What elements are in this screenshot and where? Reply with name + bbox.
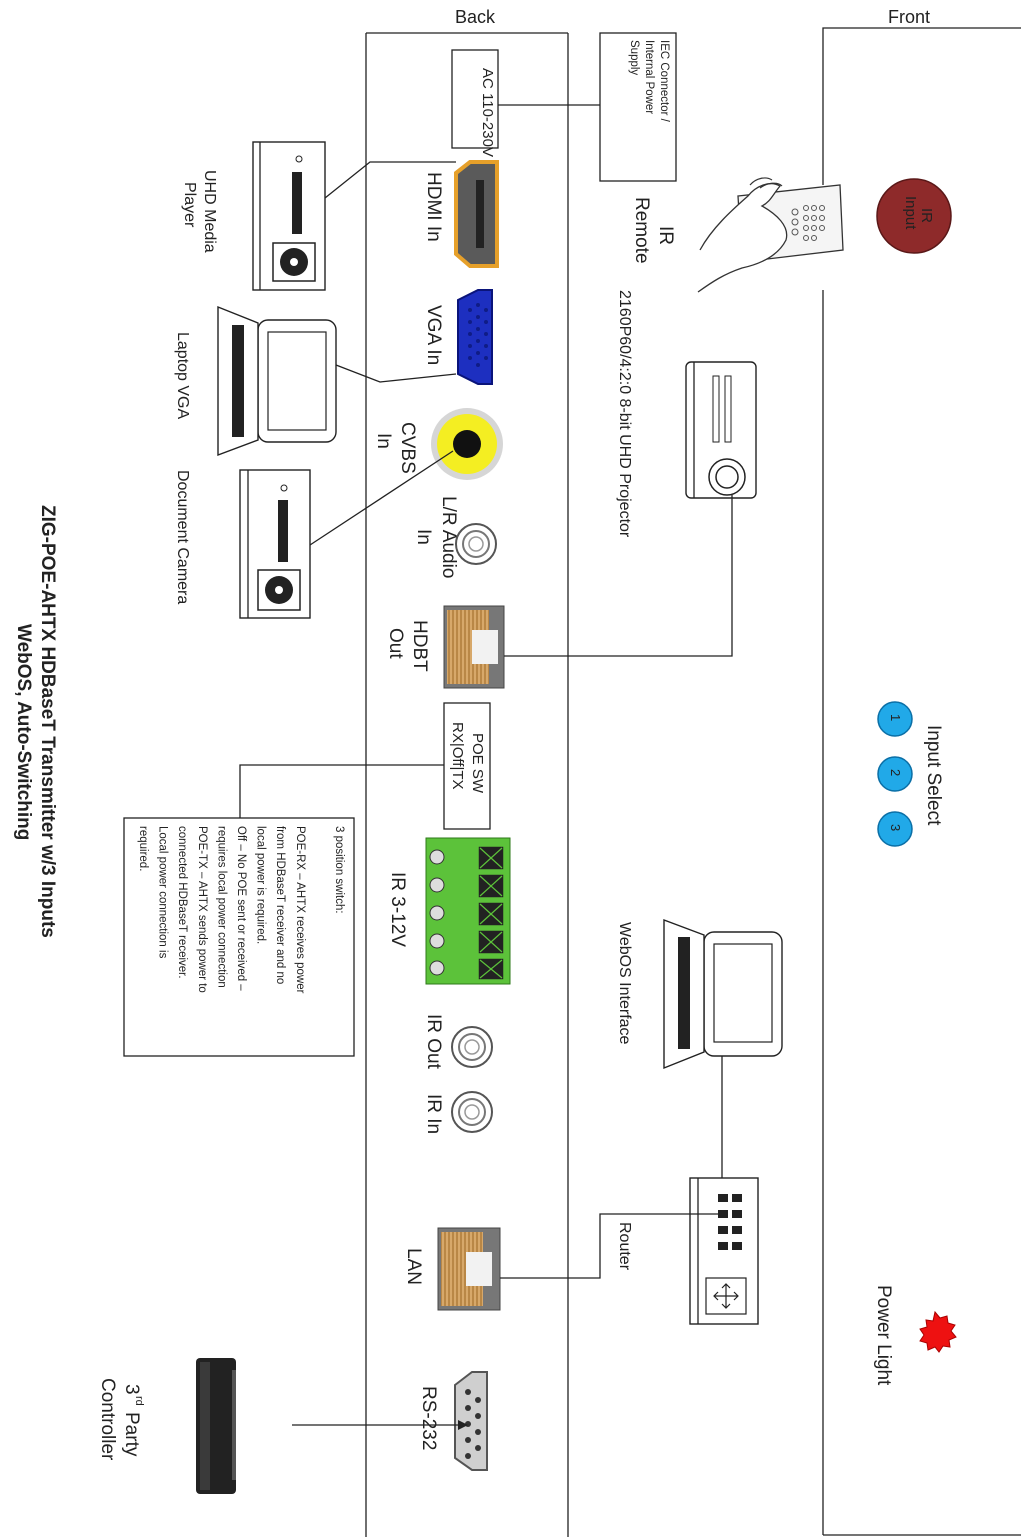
rs232-port: RS-232 [418, 1371, 488, 1471]
hdbt-out-port: HDBT Out [385, 605, 505, 689]
svg-text:In: In [373, 433, 394, 449]
svg-text:Router: Router [616, 1222, 633, 1271]
poe-note-line: from HDBaseT receiver and no [274, 826, 286, 984]
svg-text:Laptop VGA: Laptop VGA [174, 332, 191, 420]
svg-text:POE SW: POE SW [469, 733, 486, 794]
svg-text:IEC Connector /: IEC Connector / [658, 40, 670, 123]
poe-note-line: requires local power connection [215, 826, 227, 988]
input-select-button-3[interactable]: 3 [877, 811, 913, 847]
svg-text:3: 3 [121, 1384, 142, 1395]
projector-icon [685, 361, 757, 499]
input-select-group: Input Select [923, 725, 944, 826]
input-select-button-1[interactable]: 1 [877, 701, 913, 737]
svg-text:Input: Input [902, 196, 919, 230]
svg-text:RS-232: RS-232 [418, 1386, 439, 1450]
ir-input-sensor: IR Input [876, 178, 952, 254]
front-panel-label: Front [888, 7, 930, 27]
diagram-title: ZIG-POE-AHTX HDBaseT Transmitter w/3 Inp… [13, 505, 58, 938]
svg-text:Controller: Controller [97, 1378, 118, 1461]
lan-port: LAN [403, 1227, 501, 1311]
router-icon [689, 1177, 759, 1325]
document-camera-icon [239, 469, 311, 619]
svg-text:WebOS Interface: WebOS Interface [616, 922, 633, 1045]
svg-text:rd: rd [133, 1396, 145, 1406]
svg-text:Power Light: Power Light [873, 1285, 894, 1386]
hdmi-port: HDMI In [423, 160, 499, 268]
third-party-controller-icon [196, 1358, 236, 1494]
back-panel-label: Back [455, 7, 496, 27]
svg-text:Player: Player [181, 182, 198, 228]
svg-text:3: 3 [888, 824, 903, 831]
uhd-media-player-icon [252, 141, 326, 291]
svg-text:Supply: Supply [628, 40, 640, 75]
poe-note-line: connected HDBaseT receiver. [176, 826, 188, 979]
svg-text:Input Select: Input Select [923, 725, 944, 826]
svg-text:ZIG-POE-AHTX HDBaseT Transmitt: ZIG-POE-AHTX HDBaseT Transmitter w/3 Inp… [37, 505, 58, 938]
svg-text:L/R Audio: L/R Audio [438, 496, 459, 578]
svg-text:Document Camera: Document Camera [174, 470, 191, 604]
poe-note-line: 3 position switch: [333, 826, 345, 914]
ir-in-port: IR In [423, 1091, 493, 1134]
cvbs-port: CVBS In [373, 408, 503, 480]
poe-note-line: local power is required. [255, 826, 267, 944]
svg-text:In: In [413, 529, 434, 545]
vga-port: VGA In [423, 289, 493, 385]
vga-label: VGA In [423, 305, 444, 365]
poe-note-line: Local power connection is [157, 826, 169, 959]
svg-text:LAN: LAN [403, 1248, 424, 1285]
laptop-vga-icon [217, 305, 337, 457]
svg-text:UHD Media: UHD Media [201, 170, 218, 253]
ir-remote-icon [697, 177, 844, 293]
rs232-arrow-icon [458, 1420, 468, 1430]
poe-note-line: required. [137, 826, 149, 871]
svg-text:IR: IR [918, 208, 935, 223]
svg-text:1: 1 [888, 714, 903, 721]
svg-text:Remote: Remote [631, 197, 652, 264]
svg-text:IR Out: IR Out [423, 1014, 444, 1070]
svg-text:CVBS: CVBS [397, 422, 418, 474]
svg-text:WebOS, Auto-Switching: WebOS, Auto-Switching [13, 624, 34, 840]
iec-connector-box: IEC Connector / Internal Power Supply [599, 32, 677, 182]
poe-note-box: 3 position switch: POE-RX – AHTX receives… [123, 817, 355, 1057]
poe-note-line: POE-TX – AHTX sends power to [196, 826, 208, 993]
svg-text:RX|Off|TX: RX|Off|TX [449, 722, 466, 790]
poe-note-line: Off – No POE sent or received – [235, 826, 247, 991]
svg-text:Out: Out [385, 628, 406, 659]
ir-out-port: IR Out [423, 1014, 493, 1070]
svg-text:IR: IR [655, 226, 676, 245]
svg-text:2160P60/4:2:0 8-bit UHD Projec: 2160P60/4:2:0 8-bit UHD Projector [616, 290, 633, 538]
svg-text:IR In: IR In [423, 1094, 444, 1134]
input-select-button-2[interactable]: 2 [877, 756, 913, 792]
svg-text:Internal Power: Internal Power [643, 40, 655, 114]
svg-text:HDBT: HDBT [409, 620, 430, 672]
svg-text:2: 2 [888, 769, 903, 776]
svg-text:AC 110-230V: AC 110-230V [479, 68, 496, 157]
svg-text:IR 3-12V: IR 3-12V [387, 872, 408, 947]
front-panel [822, 27, 1021, 1536]
webos-interface-icon [663, 918, 783, 1070]
ir-312v-terminal: IR 3-12V [387, 837, 511, 985]
svg-text:Party: Party [121, 1412, 142, 1457]
hdmi-label: HDMI In [423, 172, 444, 242]
ac-power-port: AC 110-230V [451, 49, 499, 157]
back-panel [365, 32, 569, 1537]
poe-note-line: POE-RX – AHTX receives power [294, 826, 306, 994]
lr-audio-port: L/R Audio In [413, 496, 497, 578]
power-light-led [919, 1310, 957, 1353]
poe-switch: POE SW RX|Off|TX [443, 702, 491, 830]
